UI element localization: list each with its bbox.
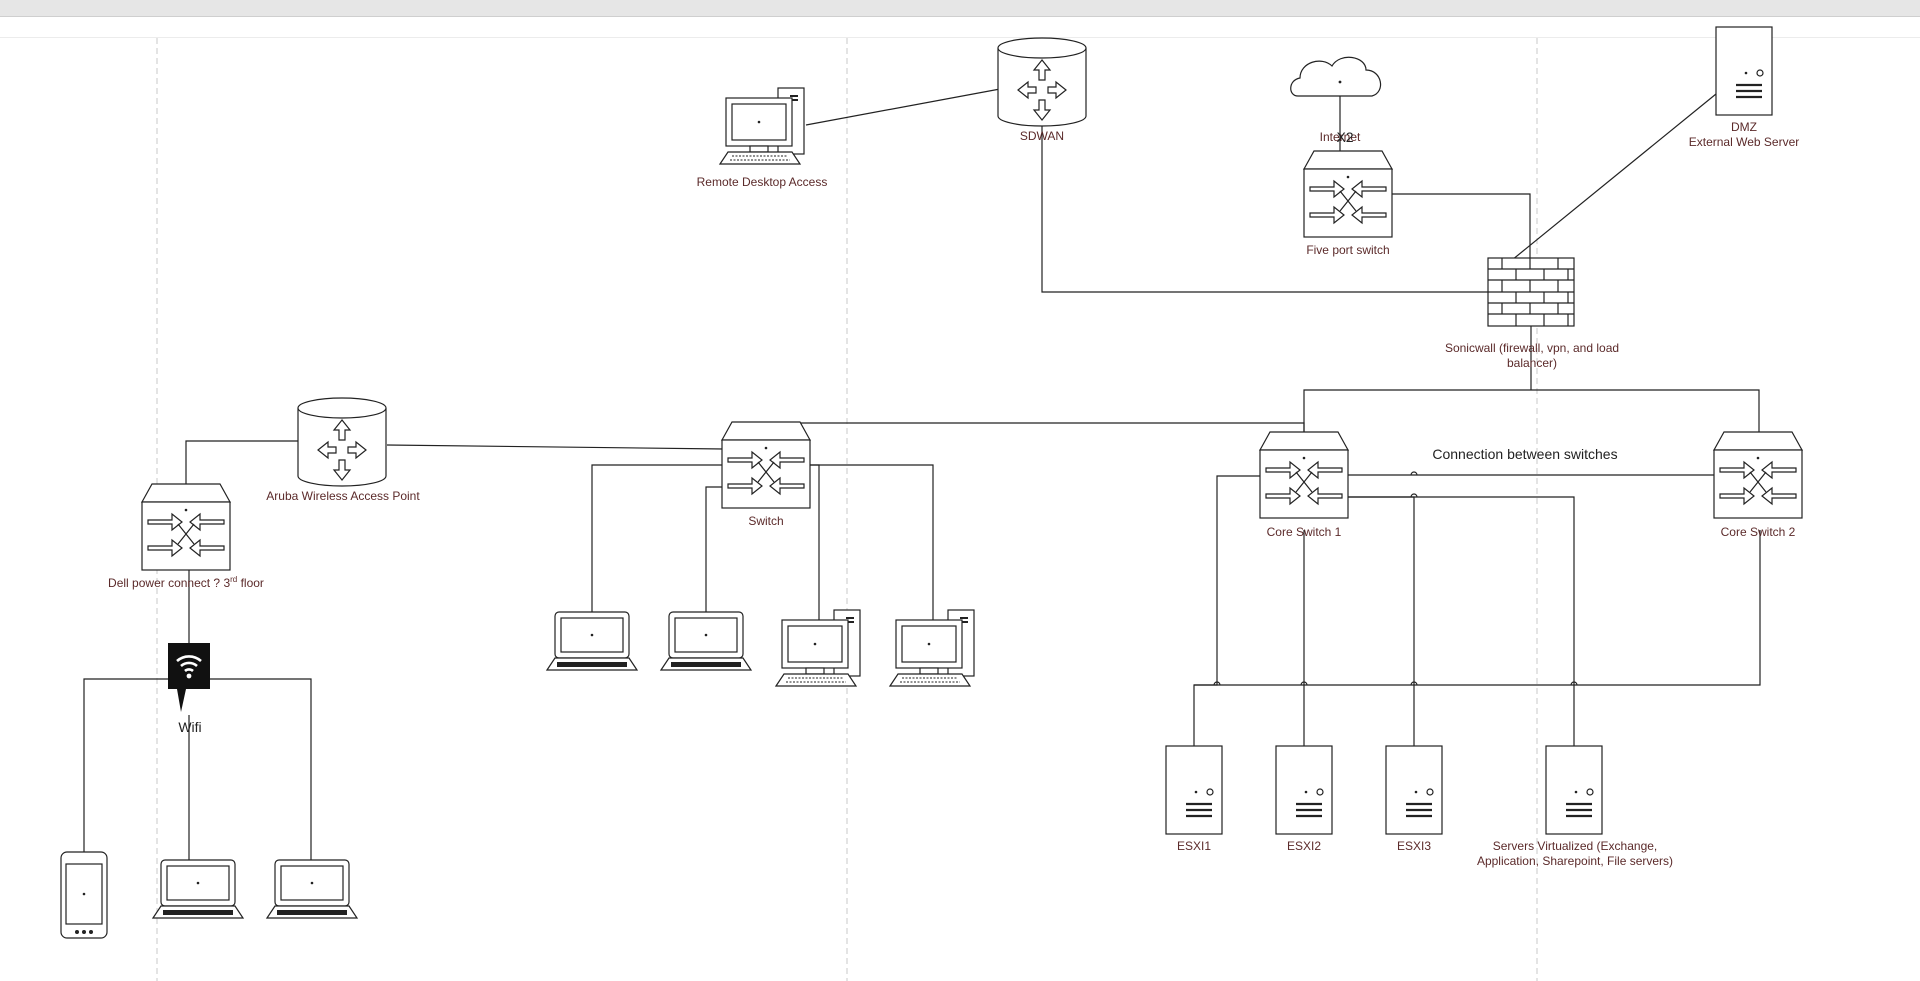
- laptop-icon[interactable]: [546, 611, 638, 671]
- esxi2-server-icon[interactable]: [1274, 744, 1334, 836]
- core-switch-2-label: Core Switch 2: [1721, 525, 1796, 539]
- desktop-icon[interactable]: [775, 609, 861, 687]
- line-jumps: [1213, 471, 1578, 686]
- dmz-server-icon[interactable]: [1714, 25, 1774, 117]
- dell-switch-icon[interactable]: [141, 483, 231, 571]
- external-web-server-label: External Web Server: [1689, 135, 1800, 149]
- esxi1-server-icon[interactable]: [1164, 744, 1224, 836]
- servers-label-line2: Application, Sharepoint, File servers): [1477, 854, 1673, 868]
- internet-label: Internet: [1320, 130, 1361, 144]
- connection-between-switches-label: Connection between switches: [1432, 446, 1617, 462]
- esxi1-label: ESXI1: [1177, 839, 1211, 853]
- wifi-label: Wifi: [178, 719, 201, 735]
- laptop-icon[interactable]: [266, 859, 358, 919]
- switch-label: Switch: [748, 514, 783, 528]
- sonicwall-firewall-icon[interactable]: [1487, 257, 1575, 327]
- esxi3-server-icon[interactable]: [1384, 744, 1444, 836]
- ruler-line: [0, 37, 1920, 38]
- servers-label-line1: Servers Virtualized (Exchange,: [1493, 839, 1658, 853]
- sdwan-label: SDWAN: [1020, 129, 1064, 143]
- dell-label: Dell power connect ? 3rd floor: [108, 575, 264, 590]
- core-switch-1-icon[interactable]: [1259, 431, 1349, 519]
- switch-icon[interactable]: [721, 421, 811, 509]
- port-x2-label: X2: [1336, 129, 1353, 145]
- sonicwall-label-line1: Sonicwall (firewall, vpn, and load: [1445, 341, 1619, 355]
- core-switch-2-icon[interactable]: [1713, 431, 1803, 519]
- esxi3-label: ESXI3: [1397, 839, 1431, 853]
- sonicwall-label-line2: balancer): [1507, 356, 1557, 370]
- phone-icon[interactable]: [60, 851, 108, 939]
- internet-cloud-icon[interactable]: [1290, 56, 1382, 97]
- five-port-switch-icon[interactable]: [1303, 150, 1393, 238]
- aruba-router-icon[interactable]: [297, 397, 387, 487]
- laptop-icon[interactable]: [152, 859, 244, 919]
- remote-desktop-label: Remote Desktop Access: [697, 175, 828, 189]
- wifi-icon[interactable]: [168, 643, 210, 712]
- dmz-label: DMZ: [1731, 120, 1757, 134]
- desktop-icon[interactable]: [889, 609, 975, 687]
- remote-desktop-icon[interactable]: [719, 87, 805, 165]
- laptop-icon[interactable]: [660, 611, 752, 671]
- esxi2-label: ESXI2: [1287, 839, 1321, 853]
- sdwan-router-icon[interactable]: [997, 37, 1087, 127]
- five-port-switch-label: Five port switch: [1306, 243, 1389, 257]
- aruba-label: Aruba Wireless Access Point: [266, 489, 420, 503]
- virtualized-servers-icon[interactable]: [1544, 744, 1604, 836]
- core-switch-1-label: Core Switch 1: [1267, 525, 1342, 539]
- window-title-bar: [0, 0, 1920, 17]
